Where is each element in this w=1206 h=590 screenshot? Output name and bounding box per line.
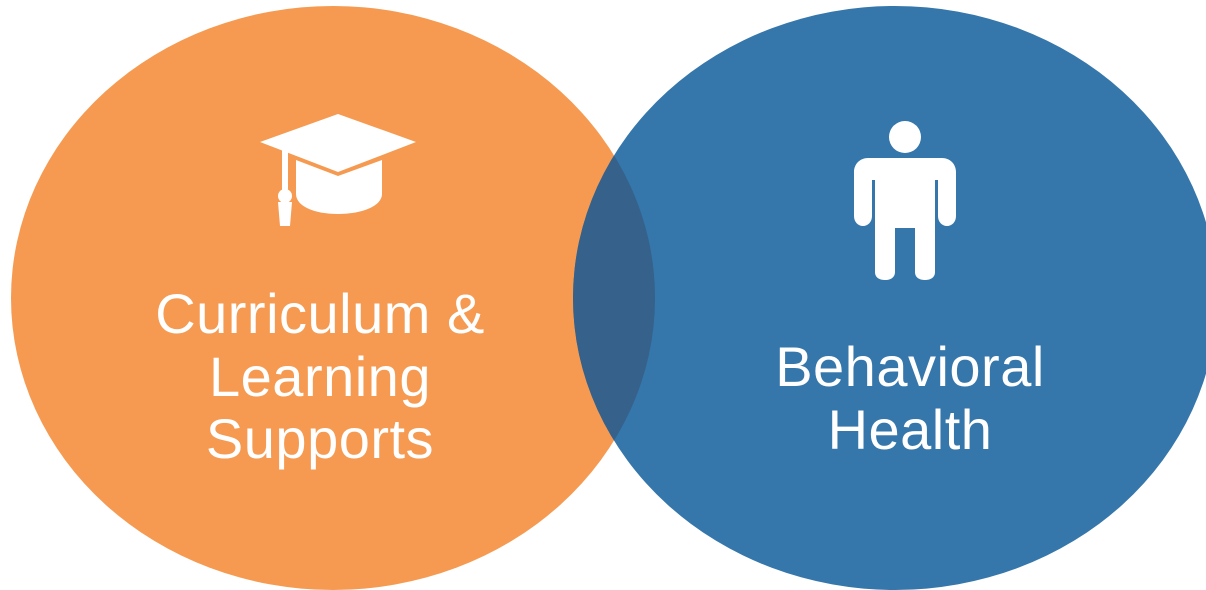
- person-icon: [854, 121, 956, 280]
- right-circle: [573, 6, 1206, 590]
- right-circle-label: Behavioral Health: [690, 335, 1130, 461]
- left-circle: [11, 6, 655, 590]
- graduation-cap-icon: [260, 114, 416, 226]
- left-label-line: Supports: [205, 407, 435, 471]
- leg-gap: [903, 228, 907, 280]
- right-label-line: Behavioral: [775, 335, 1045, 398]
- left-circle-label: Curriculum & Learning Supports: [100, 282, 540, 471]
- right-label-line: Health: [827, 397, 993, 461]
- left-label-line: Curriculum &: [155, 282, 485, 345]
- left-label-line: Learning: [209, 344, 431, 408]
